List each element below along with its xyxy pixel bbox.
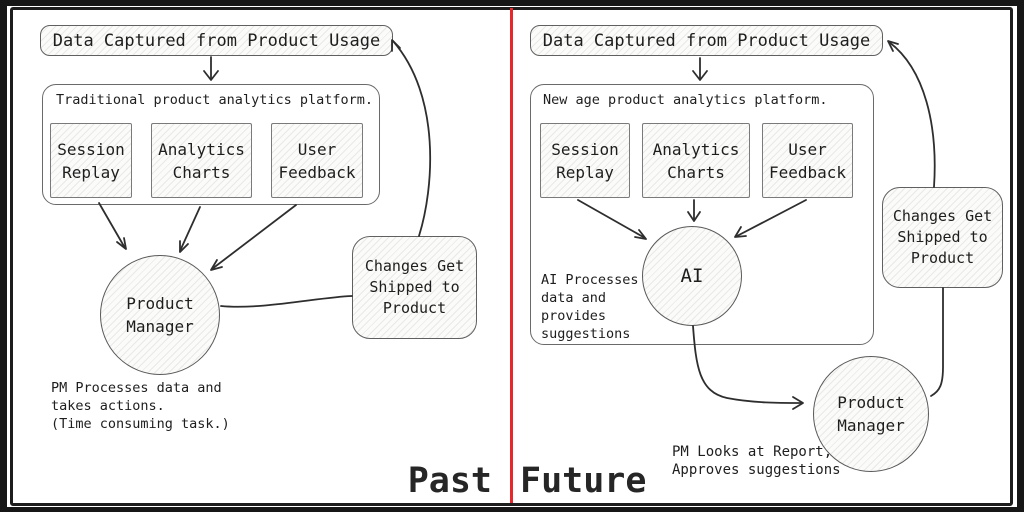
past-ship-box: Changes Get Shipped to Product [352, 236, 477, 339]
frame-bar-right [1017, 0, 1024, 512]
past-era-label: Past [407, 461, 492, 501]
future-data-source-box: Data Captured from Product Usage [530, 25, 883, 56]
past-platform-title: Traditional product analytics platform. [56, 92, 373, 108]
frame-bar-bottom [0, 507, 1024, 512]
future-product-manager-circle: Product Manager [813, 356, 929, 472]
future-ai-circle: AI [642, 226, 742, 326]
future-platform-title: New age product analytics platform. [543, 92, 828, 108]
frame-bar-top [0, 0, 1024, 6]
future-tool-analytics-charts: Analytics Charts [642, 123, 750, 198]
future-ai-note: AI Processes data and provides suggestio… [541, 272, 639, 342]
future-pm-note: PM Looks at Report, Approves suggestions [672, 444, 841, 478]
frame-bar-left [0, 0, 7, 512]
future-tool-session-replay: Session Replay [540, 123, 630, 198]
future-tool-user-feedback: User Feedback [762, 123, 853, 198]
past-tool-analytics-charts: Analytics Charts [151, 123, 252, 198]
past-tool-user-feedback: User Feedback [271, 123, 363, 198]
future-ship-box: Changes Get Shipped to Product [882, 187, 1003, 288]
past-pm-note: PM Processes data and takes actions. (Ti… [51, 380, 230, 432]
past-future-divider-line [510, 8, 513, 503]
past-product-manager-circle: Product Manager [100, 255, 220, 375]
past-tool-session-replay: Session Replay [50, 123, 132, 198]
past-data-source-box: Data Captured from Product Usage [40, 25, 393, 56]
future-era-label: Future [520, 461, 647, 501]
